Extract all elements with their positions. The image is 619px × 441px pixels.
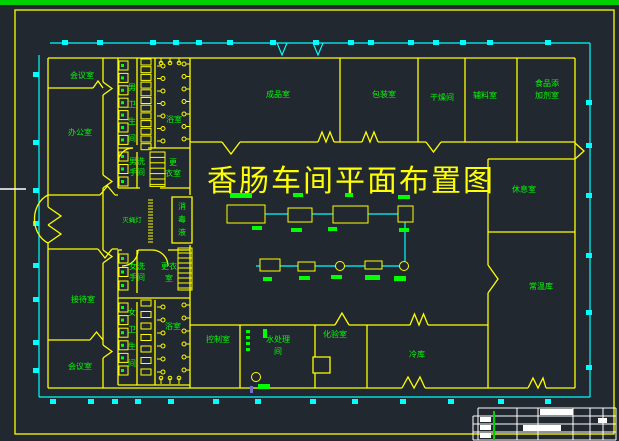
equipment-unit xyxy=(397,205,414,223)
equipment-unit xyxy=(364,260,383,270)
room-label-auxiliary: 辅料室 xyxy=(473,90,497,100)
equipment-unit xyxy=(399,261,409,271)
disinfectant-box xyxy=(171,196,193,244)
room-label-womens-toilet: 女卫生间 xyxy=(128,307,136,368)
room-label-water-treatment: 水处理间 xyxy=(266,334,290,356)
room-label-control: 控制室 xyxy=(206,334,230,344)
room-label-office: 办公室 xyxy=(68,127,92,137)
room-label-packing: 包装室 xyxy=(372,89,396,99)
label-fly-lamp: 灭蝇灯 xyxy=(122,215,142,224)
title-block xyxy=(472,407,617,441)
equipment-unit xyxy=(226,204,266,224)
room-label-bath-top: 浴室 xyxy=(166,114,182,124)
equipment-unit xyxy=(287,207,313,223)
floor-drain xyxy=(251,372,261,382)
room-label-womens-washroom: 女洗手间 xyxy=(129,261,145,282)
blue-mark xyxy=(250,386,253,393)
drawing-border xyxy=(14,9,615,435)
top-green-strip xyxy=(0,0,619,5)
dimension-layer xyxy=(33,40,592,404)
room-label-changing-bottom: 更衣室 xyxy=(161,261,177,283)
label-disinfectant: 消毒液 xyxy=(178,201,186,237)
equipment-unit xyxy=(332,205,369,224)
room-label-changing-top: 更衣室 xyxy=(165,158,181,178)
room-label-cold-storage: 冷库 xyxy=(409,349,425,359)
room-label-additive: 食品添加剂室 xyxy=(535,78,559,100)
equipment-unit xyxy=(335,261,345,271)
room-label-ambient-storage: 常温库 xyxy=(529,281,553,291)
labels-layer: 香肠车间平面布置图 会议室 办公室 接待室 会议室 男卫生间 浴室 男洗手间 更… xyxy=(68,70,559,371)
room-label-lab: 化验室 xyxy=(323,329,347,339)
room-label-meeting-bottom: 会议室 xyxy=(68,361,92,371)
room-label-mens-toilet: 男卫生间 xyxy=(128,83,136,143)
walls-layer xyxy=(33,57,585,390)
room-label-rest: 休息室 xyxy=(512,184,536,194)
fixtures-layer xyxy=(118,58,193,384)
room-label-reception: 接待室 xyxy=(71,294,95,304)
room-label-meeting-top: 会议室 xyxy=(70,70,94,80)
equipment-layer xyxy=(226,204,414,393)
room-label-bath-bottom: 浴室 xyxy=(165,321,181,331)
equipment-unit xyxy=(259,258,281,272)
room-label-mens-washroom: 男洗手间 xyxy=(129,156,145,177)
room-label-drying: 干燥间 xyxy=(430,93,454,102)
equipment-unit xyxy=(297,261,316,272)
room-label-finished-product: 成品室 xyxy=(266,89,290,99)
